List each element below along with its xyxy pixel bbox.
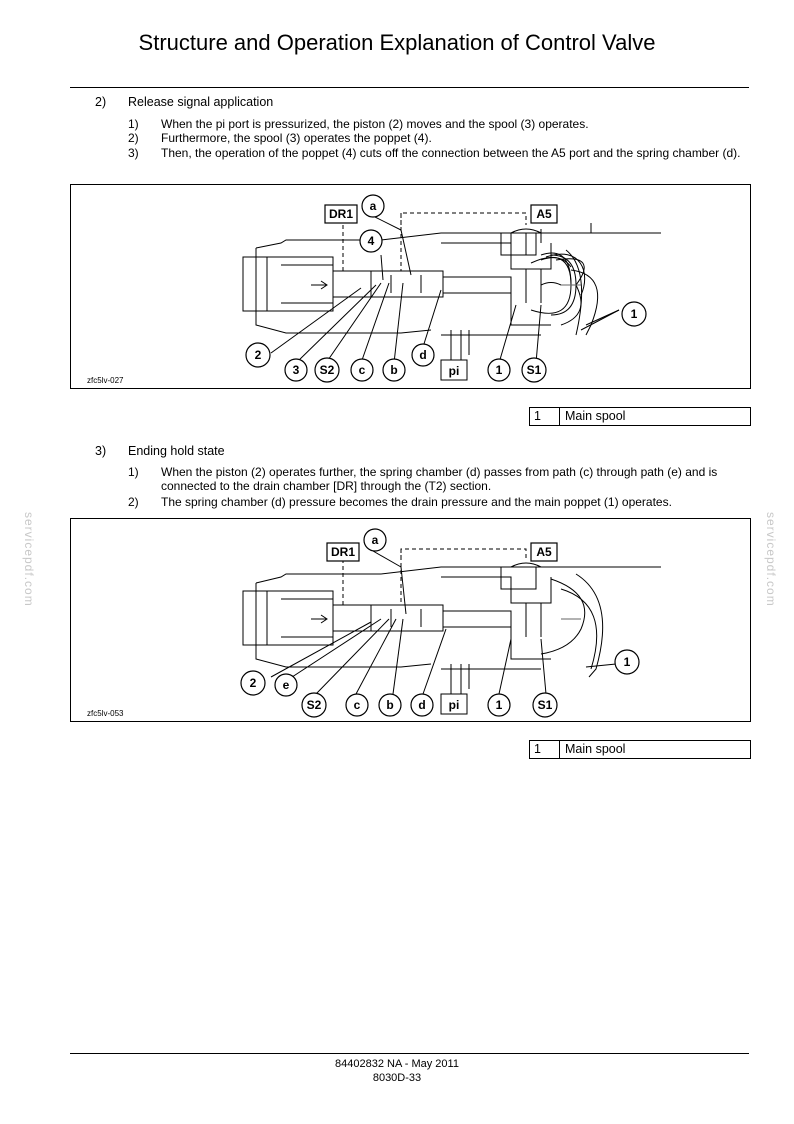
- step-item: 2) Furthermore, the spool (3) operates t…: [128, 131, 750, 146]
- label-a5: A5: [536, 545, 552, 559]
- step-text: When the piston (2) operates further, th…: [161, 465, 718, 493]
- footer-rule: [70, 1053, 749, 1054]
- label-a5: A5: [536, 207, 552, 221]
- label-1: 1: [496, 363, 503, 377]
- label-1-main-spool: 1: [631, 307, 638, 321]
- section-heading: Ending hold state: [128, 444, 225, 458]
- label-a: a: [370, 199, 377, 213]
- header-rule: [70, 87, 749, 88]
- page-title: Structure and Operation Explanation of C…: [138, 30, 656, 55]
- label-d: d: [418, 698, 425, 712]
- footer-doc-id: 84402832 NA - May 2011: [335, 1058, 459, 1070]
- label-c: c: [354, 698, 361, 712]
- step-item: 1) When the piston (2) operates further,…: [128, 465, 750, 494]
- label-2: 2: [250, 676, 257, 690]
- label-d: d: [419, 348, 426, 362]
- step-text: The spring chamber (d) pressure becomes …: [161, 495, 672, 509]
- label-c: c: [359, 363, 366, 377]
- label-s2: S2: [320, 363, 335, 377]
- figure-id: zfc5lv-053: [87, 709, 124, 718]
- figure-ending-hold: DR1 A5 a 1 2 e S2 c b d pi 1 S1 zfc5lv-0…: [70, 518, 751, 722]
- label-s1: S1: [538, 698, 553, 712]
- valve-diagram: DR1 A5 a 1 2 e S2 c b d pi 1 S1: [240, 528, 661, 718]
- legend-value: Main spool: [565, 742, 626, 756]
- section-heading: Release signal application: [128, 95, 274, 109]
- label-1: 1: [496, 698, 503, 712]
- label-4: 4: [368, 234, 375, 248]
- legend-table: 1 Main spool: [529, 740, 751, 759]
- label-3: 3: [293, 363, 300, 377]
- legend-table: 1 Main spool: [529, 407, 751, 426]
- label-s1: S1: [527, 363, 542, 377]
- legend-divider: [559, 741, 560, 758]
- step-text: When the pi port is pressurized, the pis…: [161, 117, 589, 131]
- legend-value: Main spool: [565, 409, 626, 423]
- label-2: 2: [255, 348, 262, 362]
- label-1-main-spool: 1: [624, 655, 631, 669]
- section-number: 2): [95, 95, 107, 109]
- step-number: 3): [128, 146, 139, 160]
- step-number: 1): [128, 117, 139, 131]
- label-dr1: DR1: [331, 545, 355, 559]
- label-e: e: [283, 678, 290, 692]
- figure-release-signal: DR1 A5 a 4 1 2 3 S2 c b d pi 1 S1 zfc5lv…: [70, 184, 751, 389]
- step-item: 3) Then, the operation of the poppet (4)…: [128, 146, 750, 175]
- label-pi: pi: [449, 364, 460, 378]
- section-number: 3): [95, 444, 107, 458]
- watermark-right: servicepdf.com: [764, 512, 778, 607]
- legend-divider: [559, 408, 560, 425]
- step-item: 1) When the pi port is pressurized, the …: [128, 117, 750, 132]
- label-b: b: [390, 363, 397, 377]
- step-item: 2) The spring chamber (d) pressure becom…: [128, 495, 750, 510]
- watermark-left: servicepdf.com: [22, 512, 36, 607]
- step-text: Then, the operation of the poppet (4) cu…: [161, 146, 741, 160]
- label-a: a: [372, 533, 379, 547]
- step-text: Furthermore, the spool (3) operates the …: [161, 131, 432, 145]
- label-dr1: DR1: [329, 207, 353, 221]
- step-number: 2): [128, 131, 139, 145]
- legend-key: 1: [534, 409, 541, 423]
- step-number: 2): [128, 495, 139, 509]
- valve-diagram: DR1 A5 a 4 1 2 3 S2 c b d pi 1 S1: [242, 194, 661, 383]
- step-number: 1): [128, 465, 139, 479]
- legend-key: 1: [534, 742, 541, 756]
- label-pi: pi: [449, 698, 460, 712]
- figure-id: zfc5lv-027: [87, 376, 124, 385]
- label-s2: S2: [307, 698, 322, 712]
- footer-page-number: 8030D-33: [372, 1072, 422, 1084]
- label-b: b: [386, 698, 393, 712]
